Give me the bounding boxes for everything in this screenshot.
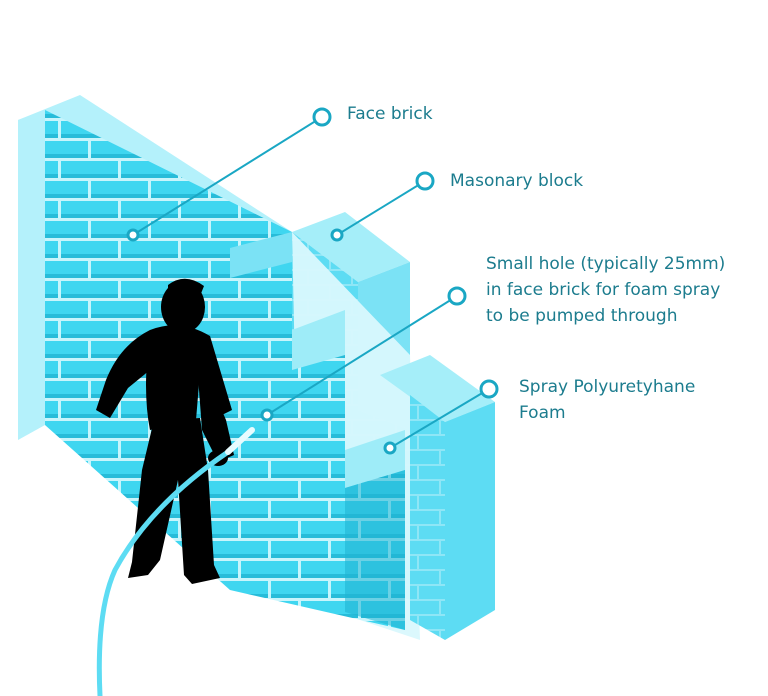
callout-dot-icon [330, 228, 344, 242]
label-spray-foam: Spray Polyuretyhane Foam [519, 374, 695, 426]
callout-ring-icon [415, 171, 435, 191]
callout-dot-icon [260, 408, 274, 422]
callout-ring-icon [479, 379, 499, 399]
label-spray-foam-line-1: Spray Polyuretyhane [519, 377, 696, 397]
label-small-hole-line-1: Small hole (typically 25mm) [486, 254, 726, 274]
wall-end-face [18, 110, 45, 440]
label-masonry-block: Masonary block [450, 168, 583, 194]
label-masonry-block-text: Masonary block [450, 171, 584, 191]
spray-hose [96, 429, 253, 696]
label-small-hole: Small hole (typically 25mm) in face bric… [486, 251, 725, 329]
inner-leaf-face [410, 395, 445, 640]
face-brick-step-top-1 [230, 232, 292, 278]
label-face-brick-text: Face brick [347, 104, 433, 124]
spray-nozzle [225, 427, 255, 455]
callout-face-brick [126, 107, 332, 242]
inner-leaf-side [445, 402, 495, 640]
callout-ring-icon [312, 107, 332, 127]
callout-dot-icon [383, 441, 397, 455]
inner-leaf-top [380, 355, 495, 422]
callout-masonry-block [330, 171, 435, 242]
callout-small-hole [260, 286, 467, 422]
label-face-brick: Face brick [347, 101, 433, 127]
label-spray-foam-line-2: Foam [519, 403, 566, 423]
label-small-hole-line-2: in face brick for foam spray [486, 280, 721, 300]
callout-spray-foam [383, 379, 499, 455]
worker-silhouette [96, 278, 234, 584]
callout-dot-icon [126, 228, 140, 242]
callout-ring-icon [447, 286, 467, 306]
face-brick-edge [345, 470, 405, 630]
masonry-block-top [292, 212, 410, 282]
label-small-hole-line-3: to be pumped through [486, 306, 678, 326]
face-brick-step-top-2 [292, 310, 345, 370]
